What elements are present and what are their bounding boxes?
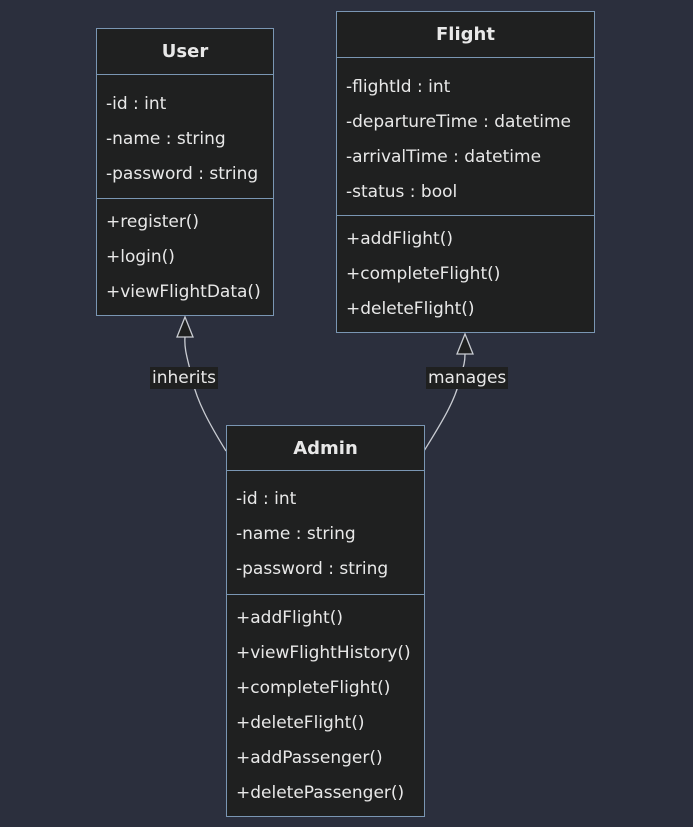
admin-attribute: -id : int [236,489,297,509]
manages-label: manages [426,367,509,389]
admin-attribute: -password : string [236,559,389,579]
class-flight: Flight -flightId : int -departureTime : … [336,11,595,333]
class-user-attributes: -id : int -name : string -password : str… [97,75,273,199]
class-admin-name: Admin [227,426,424,471]
flight-method: +completeFlight() [346,264,501,284]
admin-method: +deletePassenger() [236,783,405,803]
class-flight-name: Flight [337,12,594,58]
flight-attribute: -departureTime : datetime [346,112,571,132]
admin-method: +addPassenger() [236,748,383,768]
user-attribute: -id : int [106,94,167,114]
admin-method: +addFlight() [236,608,343,628]
class-user: User -id : int -name : string -password … [96,28,274,316]
class-user-methods: +register() +login() +viewFlightData() [97,199,273,310]
admin-attribute: -name : string [236,524,356,544]
class-user-name: User [97,29,273,75]
user-attribute: -password : string [106,164,259,184]
user-method: +viewFlightData() [106,282,261,302]
admin-method: +viewFlightHistory() [236,643,411,663]
admin-method: +deleteFlight() [236,713,365,733]
class-admin: Admin -id : int -name : string -password… [226,425,425,817]
class-admin-attributes: -id : int -name : string -password : str… [227,471,424,595]
class-flight-attributes: -flightId : int -departureTime : datetim… [337,58,594,216]
user-method: +login() [106,247,175,267]
user-method: +register() [106,212,200,232]
flight-method: +deleteFlight() [346,299,475,319]
class-admin-methods: +addFlight() +viewFlightHistory() +compl… [227,595,424,811]
inherits-arrowhead [176,315,194,338]
flight-attribute: -flightId : int [346,77,451,97]
inherits-edge [184,336,227,452]
flight-method: +addFlight() [346,229,453,249]
user-attribute: -name : string [106,129,226,149]
manages-arrowhead [456,332,474,355]
admin-method: +completeFlight() [236,678,391,698]
class-flight-methods: +addFlight() +completeFlight() +deleteFl… [337,216,594,327]
inherits-label: inherits [150,367,218,389]
flight-attribute: -arrivalTime : datetime [346,147,542,167]
flight-attribute: -status : bool [346,182,458,202]
